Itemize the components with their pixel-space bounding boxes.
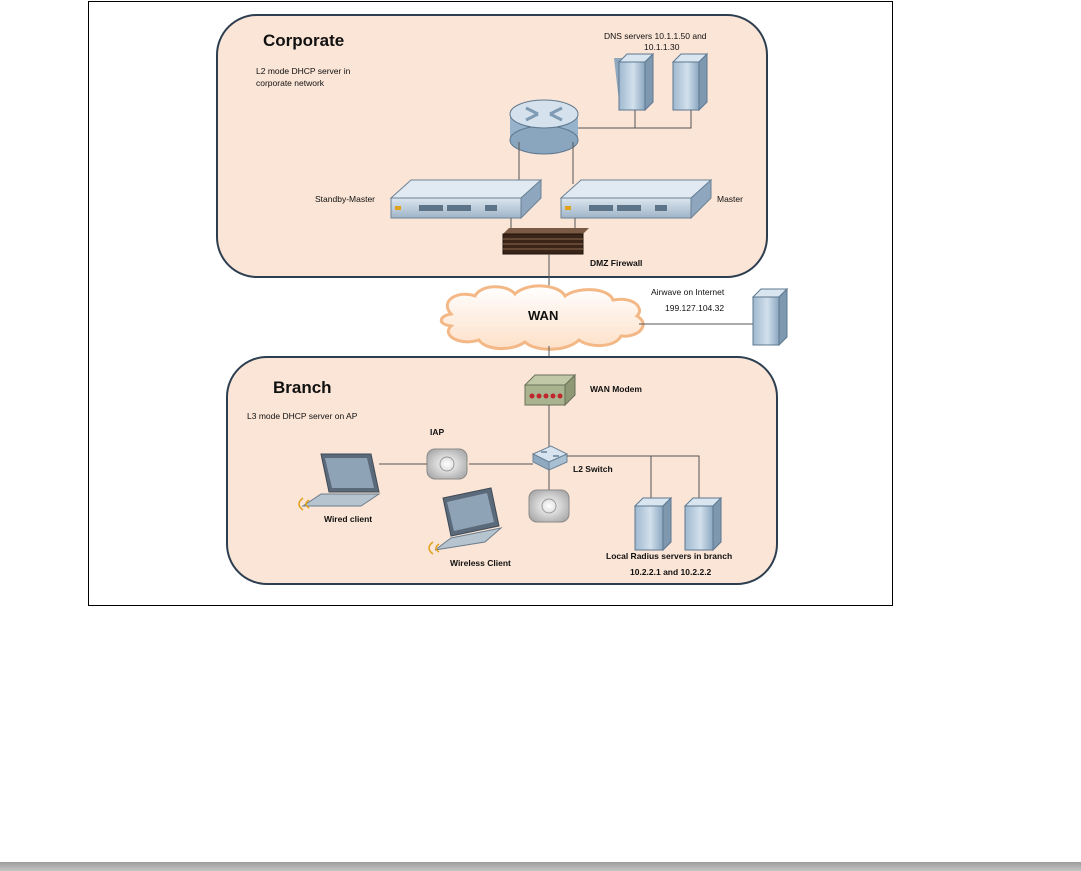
radius-server-2-icon	[683, 496, 723, 552]
radius-ip-label: 10.2.2.1 and 10.2.2.2	[630, 567, 712, 577]
dns-server-2-icon	[671, 52, 709, 112]
wan-cloud-icon	[439, 284, 645, 351]
corporate-description: L2 mode DHCP server in	[256, 66, 351, 76]
corporate-description-2: corporate network	[256, 78, 325, 88]
dns-label: DNS servers 10.1.1.50 and	[604, 31, 707, 41]
wireless-client-label: Wireless Client	[450, 558, 511, 568]
iap-access-point-icon	[426, 448, 468, 480]
standby-master-controller-icon	[389, 178, 543, 220]
switch-radius-link	[567, 455, 700, 498]
bottom-bar	[0, 862, 1081, 871]
radius-server-1-icon	[633, 496, 673, 552]
dmz-firewall-icon	[502, 228, 589, 255]
l2-switch-icon	[531, 445, 569, 471]
airwave-label: Airwave on Internet	[651, 287, 725, 297]
dns-server-1-icon	[614, 52, 655, 112]
branch-title: Branch	[273, 378, 332, 397]
wired-client-laptop-icon	[298, 453, 381, 511]
dmz-firewall-label: DMZ Firewall	[590, 258, 642, 268]
corporate-title: Corporate	[263, 31, 344, 50]
wan-label: WAN	[528, 308, 558, 323]
router-dns-link	[578, 110, 692, 129]
master-controller-icon	[559, 178, 713, 220]
l2-switch-label: L2 Switch	[573, 464, 613, 474]
branch-description: L3 mode DHCP server on AP	[247, 411, 358, 421]
network-diagram: Corporate L2 mode DHCP server in corpora…	[216, 14, 789, 585]
wan-modem-label: WAN Modem	[590, 384, 642, 394]
wan-modem-icon	[523, 373, 577, 407]
radius-label: Local Radius servers in branch	[606, 551, 732, 561]
access-point-icon	[528, 489, 570, 523]
dns-label-2: 10.1.1.30	[644, 42, 680, 52]
router-icon	[509, 99, 579, 155]
diagram-frame: Corporate L2 mode DHCP server in corpora…	[88, 1, 893, 606]
standby-master-label: Standby-Master	[315, 194, 375, 204]
airwave-ip-label: 199.127.104.32	[665, 303, 724, 313]
master-label: Master	[717, 194, 743, 204]
wireless-client-laptop-icon	[428, 487, 503, 555]
airwave-server-icon	[751, 287, 789, 347]
wired-client-label: Wired client	[324, 514, 372, 524]
iap-label: IAP	[430, 427, 445, 437]
